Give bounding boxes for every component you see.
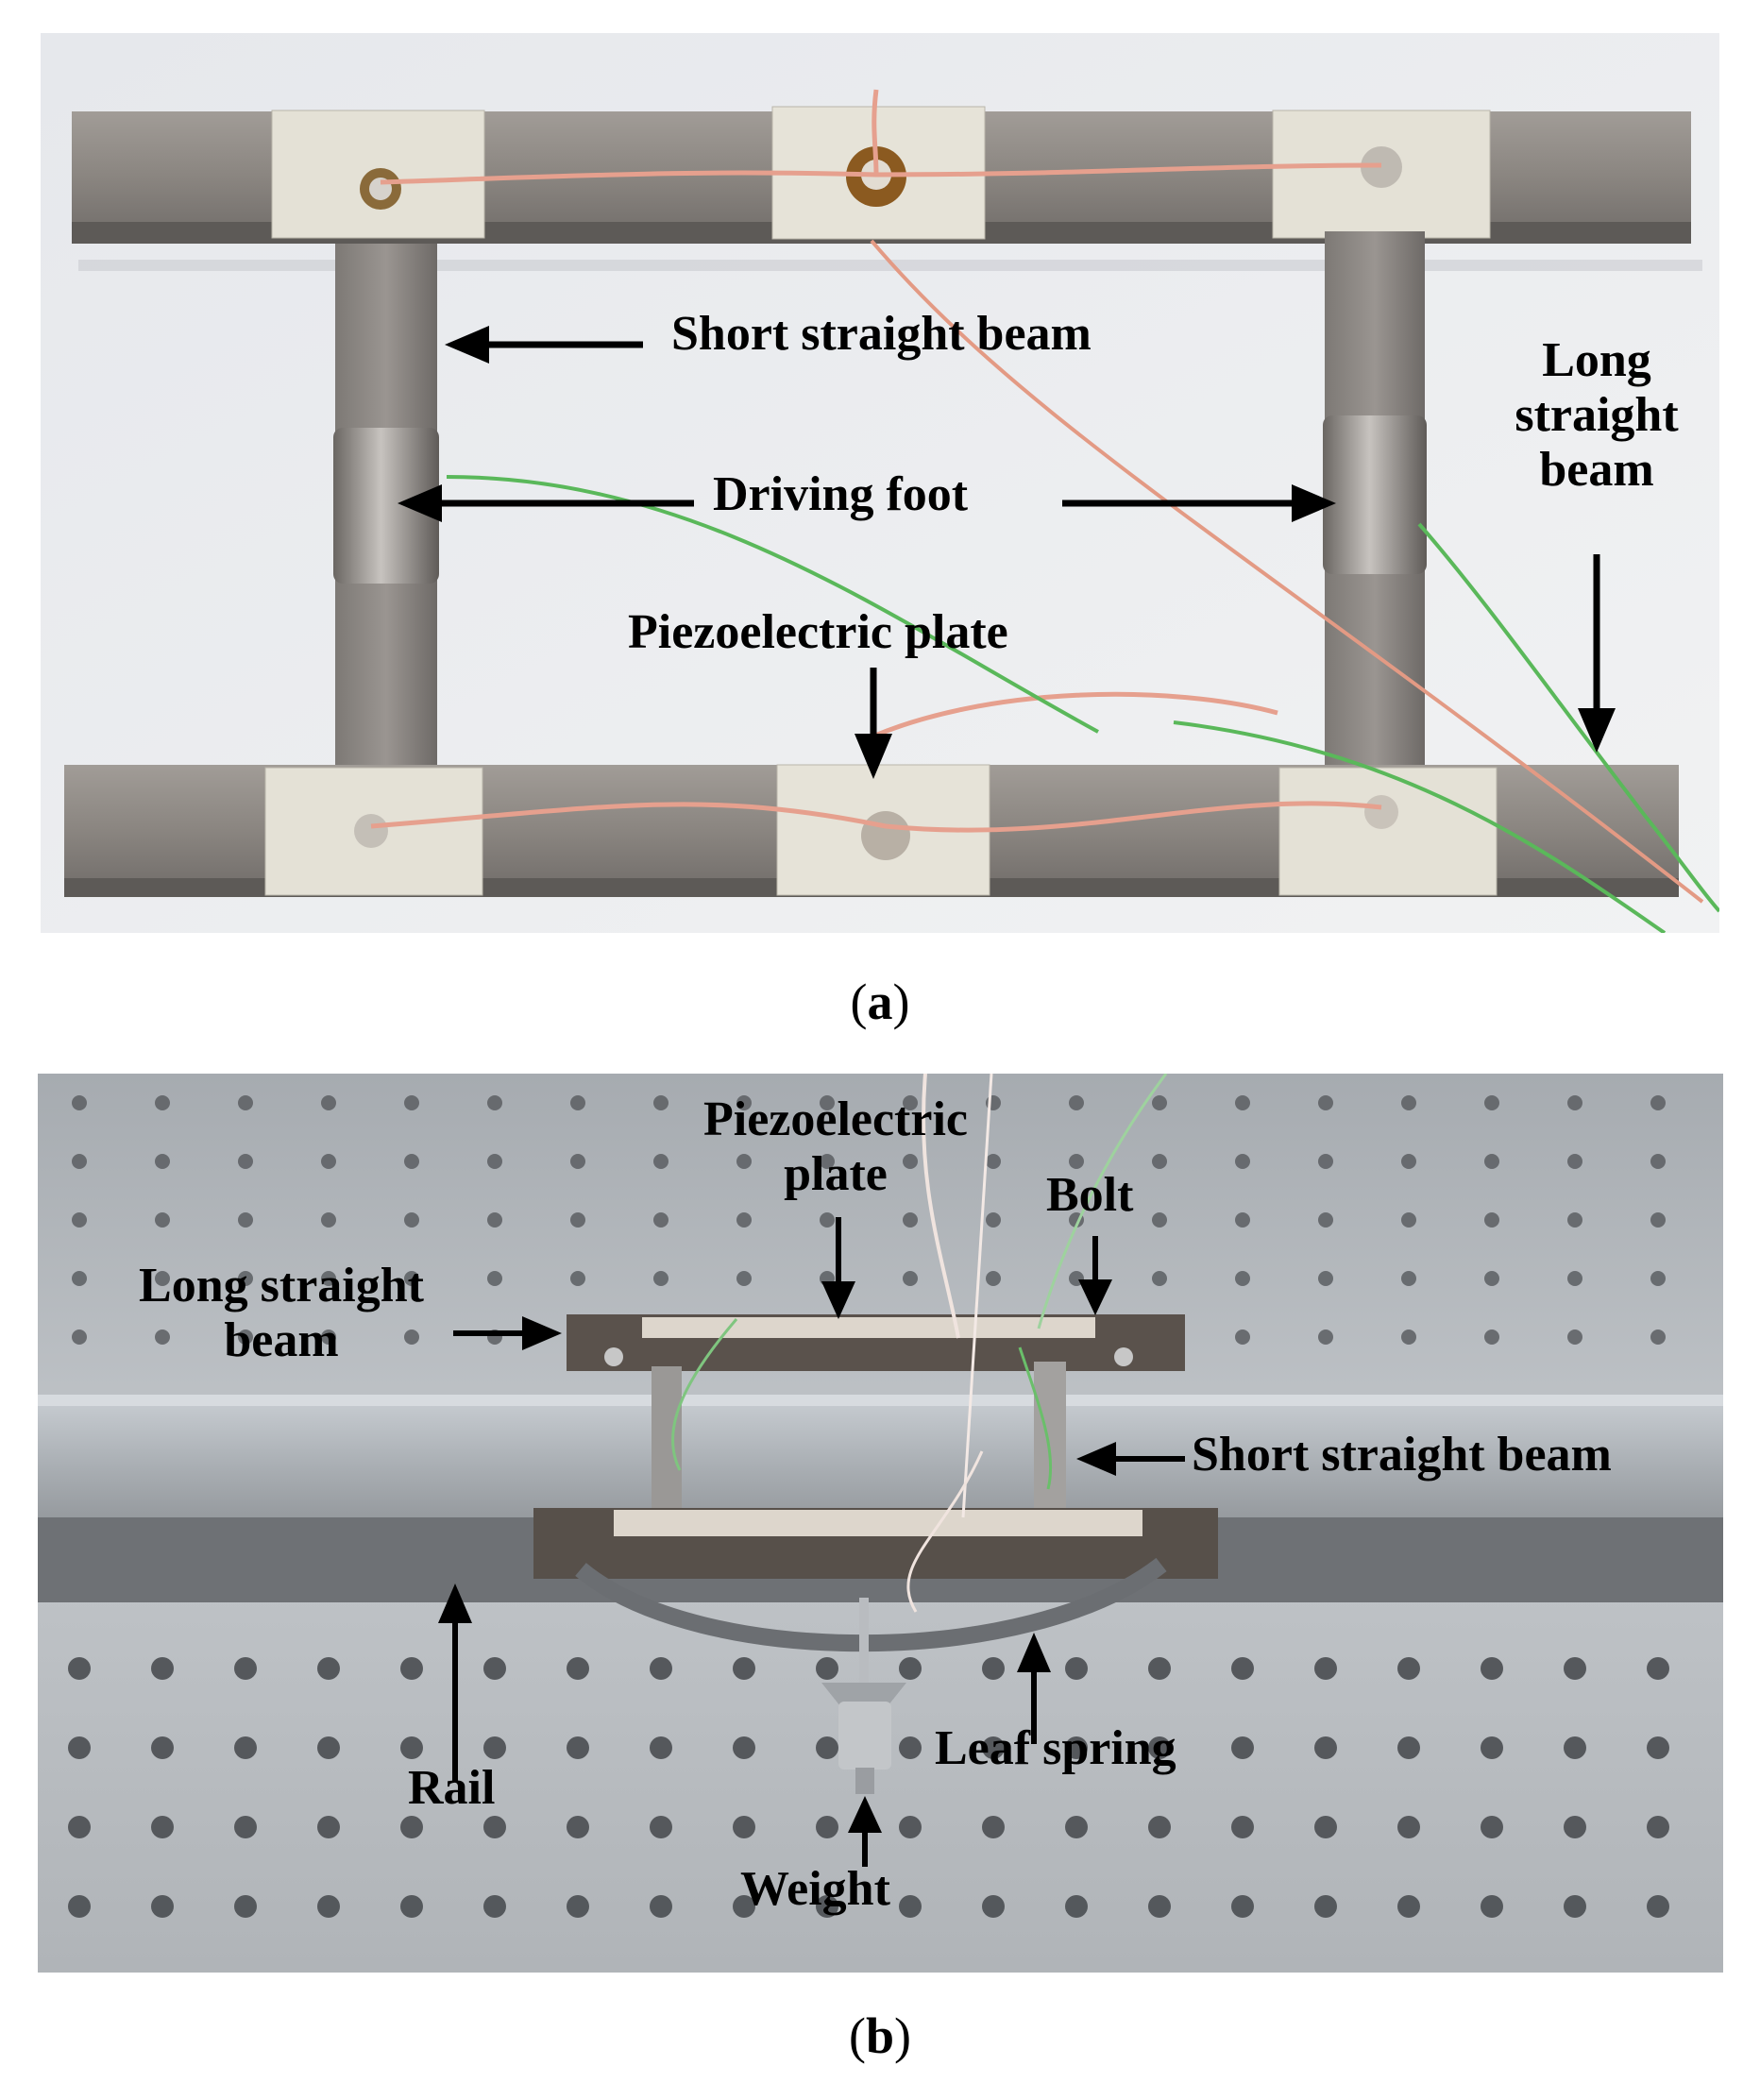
label-leaf-spring: Leaf spring — [935, 1721, 1176, 1775]
label-long-straight-beam-a: Long straight beam — [1483, 333, 1710, 499]
driving-foot-left — [333, 428, 439, 584]
label-rail: Rail — [408, 1761, 496, 1815]
short-beam-b — [1034, 1362, 1066, 1522]
caption-a: (a) — [850, 974, 910, 1030]
label-longb-line1: Long straight — [139, 1259, 424, 1312]
label-short-straight-beam-b: Short straight beam — [1192, 1428, 1612, 1482]
driving-foot-right — [1323, 415, 1427, 574]
label-long-line2: straight — [1515, 388, 1679, 443]
label-long-straight-beam-b: Long straight beam — [111, 1259, 451, 1368]
label-driving-foot: Driving foot — [713, 467, 969, 521]
label-piezo-line2: plate — [784, 1147, 888, 1202]
label-piezoelectric-plate-b: Piezoelectric plate — [656, 1092, 1015, 1202]
label-bolt: Bolt — [1046, 1168, 1134, 1222]
label-long-line3: beam — [1539, 443, 1654, 498]
photo-panel-b: Piezoelectric plate Bolt Long straight b… — [38, 1074, 1723, 1973]
label-weight: Weight — [740, 1862, 890, 1916]
prototype-photo-a — [41, 33, 1719, 933]
photo-panel-a: Short straight beam Driving foot Piezoel… — [41, 33, 1719, 933]
label-longb-line2: beam — [224, 1313, 339, 1368]
label-long-line1: Long — [1542, 333, 1651, 387]
label-piezo-line1: Piezoelectric — [703, 1092, 968, 1146]
caption-b: (b) — [848, 2007, 911, 2064]
weight — [838, 1702, 891, 1770]
label-piezoelectric-plate-a: Piezoelectric plate — [628, 605, 1008, 659]
test-setup-photo-b — [38, 1074, 1723, 1973]
label-short-straight-beam-a: Short straight beam — [671, 307, 1092, 361]
